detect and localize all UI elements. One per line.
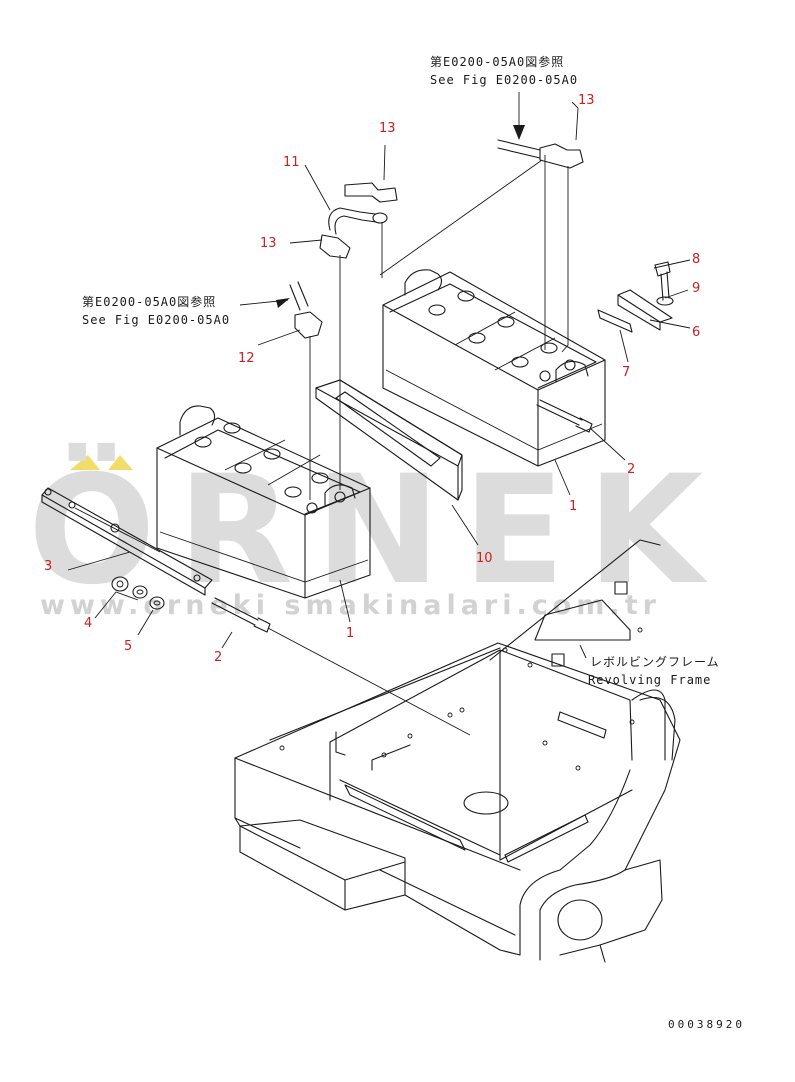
callout-13-left: 13 <box>260 236 277 251</box>
callout-1-right: 1 <box>569 499 577 514</box>
hook-bolts <box>211 399 593 736</box>
callouts: 13 13 11 13 8 9 6 12 7 2 1 10 3 4 1 5 2 <box>44 93 700 665</box>
watermark: ÖRNEK www.orneki smakinalari.com.tr <box>28 442 725 621</box>
revolving-frame-label-jp: レボルビングフレーム <box>590 655 720 669</box>
callout-5: 5 <box>124 639 132 654</box>
callout-7: 7 <box>622 365 630 380</box>
reference-note-left-en: See Fig E0200-05A0 <box>82 313 230 327</box>
callout-3: 3 <box>44 559 52 574</box>
watermark-accent-right <box>108 455 133 470</box>
callout-10: 10 <box>476 551 493 566</box>
reference-note-top-en: See Fig E0200-05A0 <box>430 73 578 87</box>
cables <box>289 139 584 500</box>
callout-8: 8 <box>692 252 700 267</box>
reference-note-left-jp: 第E0200-05A0図参照 <box>82 294 216 309</box>
document-number: 00038920 <box>668 1018 745 1031</box>
callout-2-left: 2 <box>214 650 222 665</box>
callout-13-top: 13 <box>578 93 595 108</box>
revolving-frame-label-en: Revolving Frame <box>588 673 711 687</box>
battery-right <box>382 269 606 467</box>
hold-bar <box>41 487 213 596</box>
watermark-url: www.orneki smakinalari.com.tr <box>40 590 661 621</box>
leader-lines <box>67 92 691 659</box>
battery-left <box>156 405 371 599</box>
callout-4: 4 <box>84 616 92 631</box>
callout-2-right: 2 <box>627 462 635 477</box>
nuts <box>111 576 165 610</box>
watermark-word: ÖRNEK <box>28 442 725 618</box>
revolving-frame <box>234 539 681 963</box>
watermark-accent-left <box>70 455 100 470</box>
callout-11: 11 <box>283 155 300 170</box>
callout-1-left: 1 <box>346 626 354 641</box>
callout-13-mid: 13 <box>379 121 396 136</box>
reference-note-top-jp: 第E0200-05A0図参照 <box>430 54 564 69</box>
callout-12: 12 <box>238 351 255 366</box>
callout-9: 9 <box>692 281 700 296</box>
callout-6: 6 <box>692 325 700 340</box>
fastening-hardware <box>597 261 674 333</box>
